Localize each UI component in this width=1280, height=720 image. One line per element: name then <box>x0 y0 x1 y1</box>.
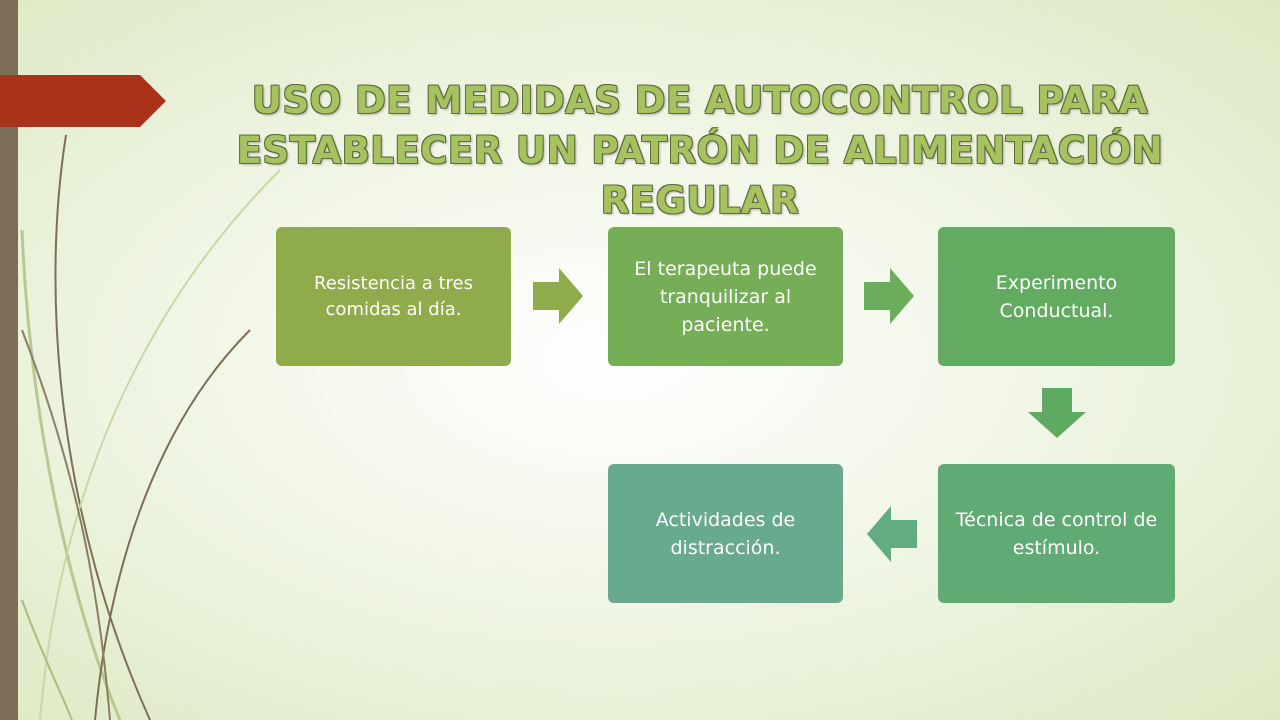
decorative-curves <box>20 134 281 720</box>
arrow-down-icon <box>1028 388 1086 438</box>
arrow-left-icon <box>867 506 917 562</box>
step-resistencia: Resistencia a tres comidas al día. <box>276 227 511 366</box>
step-terapeuta: El terapeuta puede tranquilizar al pacie… <box>608 227 843 366</box>
title-accent-tab <box>0 75 166 127</box>
left-accent-bar <box>0 0 18 720</box>
arrow-right-icon <box>533 268 583 324</box>
page-title: USO DE MEDIDAS DE AUTOCONTROL PARA ESTAB… <box>140 76 1260 226</box>
arrow-right-icon <box>864 268 914 324</box>
step-control-estimulo: Técnica de control de estímulo. <box>938 464 1175 603</box>
title-line-2: ESTABLECER UN PATRÓN DE ALIMENTACIÓN REG… <box>236 129 1164 222</box>
step-experimento: Experimento Conductual. <box>938 227 1175 366</box>
step-actividades: Actividades de distracción. <box>608 464 843 603</box>
title-line-1: USO DE MEDIDAS DE AUTOCONTROL PARA <box>251 79 1149 122</box>
